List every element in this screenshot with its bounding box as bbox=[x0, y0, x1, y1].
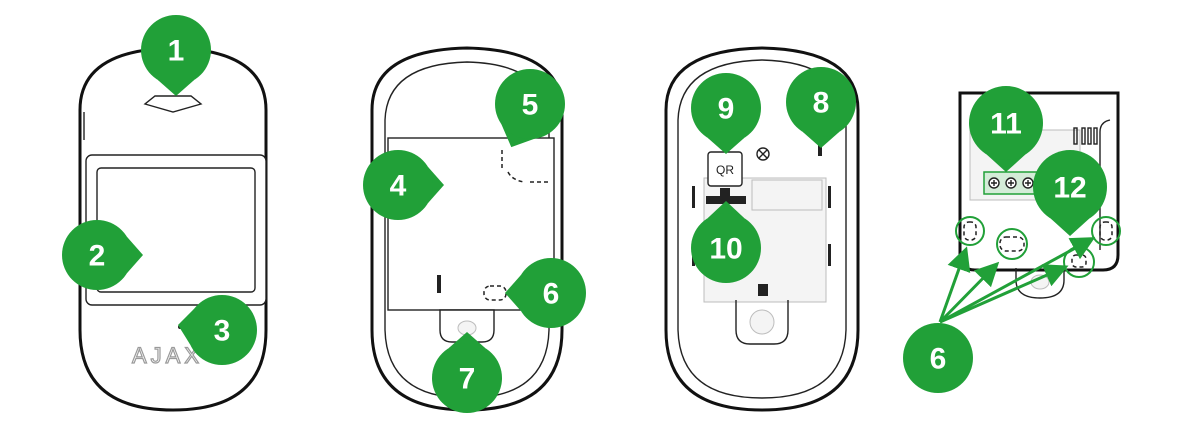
callout-circle bbox=[363, 150, 433, 220]
callout-pointer bbox=[427, 166, 444, 204]
callout-pointer bbox=[707, 201, 745, 219]
callout-number: 11 bbox=[990, 108, 1022, 141]
callout-number: 10 bbox=[709, 233, 742, 266]
callout-badge-6: 6 bbox=[903, 323, 973, 393]
top-led-window bbox=[143, 95, 203, 113]
callout-circle bbox=[432, 343, 502, 413]
callout-circle bbox=[516, 258, 586, 328]
brand-logo: AJAX bbox=[132, 343, 203, 368]
callout-circle bbox=[62, 220, 132, 290]
antenna bbox=[818, 140, 822, 156]
callout-circle bbox=[1033, 150, 1107, 224]
power-switch bbox=[706, 196, 746, 204]
callout-badge-6: 6 bbox=[505, 258, 586, 328]
callout-circle bbox=[786, 67, 856, 137]
callout-number: 9 bbox=[718, 93, 735, 126]
callout-badge-10: 10 bbox=[691, 201, 761, 283]
callout-pointer bbox=[126, 236, 143, 274]
callout-badge-8: 8 bbox=[786, 67, 856, 148]
callout-circle bbox=[969, 86, 1043, 160]
callout-pointer bbox=[986, 154, 1026, 172]
callout-number: 8 bbox=[813, 87, 830, 120]
callout-number: 4 bbox=[390, 170, 407, 203]
callout-circle bbox=[691, 73, 761, 143]
callout-badge-5: 5 bbox=[495, 69, 565, 148]
callout-pointer bbox=[448, 332, 486, 349]
callout-circle bbox=[495, 69, 565, 139]
callout-badge-7: 7 bbox=[432, 332, 502, 413]
callout-pointer bbox=[802, 131, 840, 148]
callout-number: 7 bbox=[459, 363, 476, 396]
callout-number: 3 bbox=[214, 315, 231, 348]
callout-pointer bbox=[505, 274, 522, 312]
callout-badge-12: 12 bbox=[1033, 150, 1107, 236]
callout-badge-3: 3 bbox=[178, 295, 257, 365]
callout-number: 6 bbox=[543, 278, 560, 311]
terminal-screws bbox=[988, 177, 1034, 189]
callout-number: 2 bbox=[89, 240, 106, 273]
mounting-point-arrows bbox=[938, 237, 1096, 324]
callout-number: 12 bbox=[1053, 172, 1086, 205]
callout-badge-4: 4 bbox=[363, 150, 444, 220]
callout-badge-11: 11 bbox=[969, 86, 1043, 172]
callout-pointer bbox=[1050, 218, 1090, 236]
callout-pointer bbox=[707, 137, 745, 154]
callout-circle bbox=[691, 213, 761, 283]
callout-number: 5 bbox=[522, 89, 539, 122]
callout-number: 1 bbox=[168, 35, 185, 68]
callout-number: 6 bbox=[930, 343, 947, 376]
callout-badge-9: 9 bbox=[691, 73, 761, 154]
callout-badge-1: 1 bbox=[141, 15, 211, 96]
qr-code-label: QR bbox=[716, 163, 734, 177]
callout-circle bbox=[187, 295, 257, 365]
callout-badge-2: 2 bbox=[62, 220, 143, 290]
callout-circle bbox=[141, 15, 211, 85]
callout-pointer bbox=[157, 79, 195, 96]
callout-circle bbox=[903, 323, 973, 393]
